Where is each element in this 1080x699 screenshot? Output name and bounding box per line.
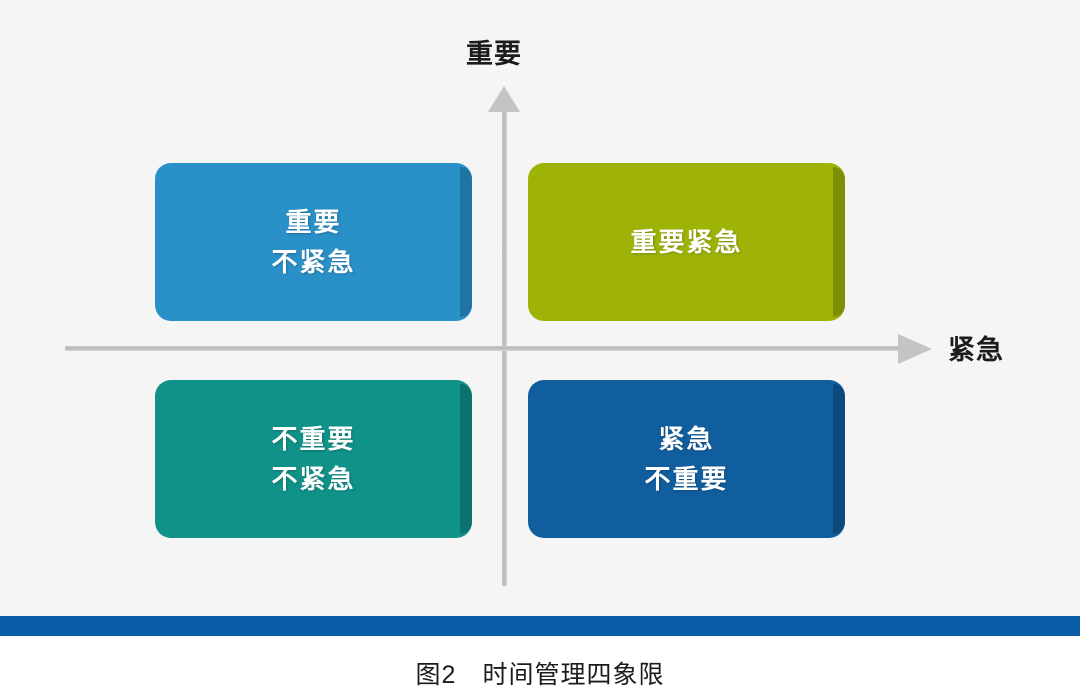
quadrant-label-line: 重要紧急 (630, 226, 743, 257)
quadrant-label: 重要 不紧急 (271, 202, 355, 283)
quadrant-label-line: 不紧急 (271, 464, 356, 494)
quadrant-label: 不重要 不紧急 (271, 419, 355, 500)
quadrant-label-line: 重要 (285, 206, 342, 237)
quadrant-label: 紧急 不重要 (644, 419, 728, 500)
vertical-axis-label: 重要 (466, 39, 522, 69)
vertical-axis-line (502, 104, 507, 586)
quadrant-3d-edge (833, 384, 845, 534)
quadrant-3d-edge (460, 384, 472, 534)
quadrant-label-line: 不重要 (644, 464, 729, 494)
quadrant-label-line: 不重要 (271, 423, 356, 454)
figure-caption: 图2 时间管理四象限 (415, 661, 665, 689)
quadrant-important-urgent[interactable]: 重要紧急 (528, 163, 845, 321)
quadrant-label-line: 不紧急 (271, 247, 356, 277)
section-divider-rule (0, 616, 1080, 636)
arrow-right-icon (898, 334, 932, 364)
horizontal-axis-label: 紧急 (948, 335, 1004, 365)
quadrant-3d-edge (833, 167, 845, 317)
quadrant-important-not-urgent[interactable]: 重要 不紧急 (155, 163, 472, 321)
quadrant-label-line: 紧急 (658, 423, 715, 454)
quadrant-not-important-not-urgent[interactable]: 不重要 不紧急 (155, 380, 472, 538)
horizontal-axis-line (65, 346, 900, 351)
quadrant-label: 重要紧急 (630, 222, 742, 262)
arrow-up-icon (488, 86, 520, 112)
quadrant-urgent-not-important[interactable]: 紧急 不重要 (528, 380, 845, 538)
quadrant-3d-edge (460, 167, 472, 317)
